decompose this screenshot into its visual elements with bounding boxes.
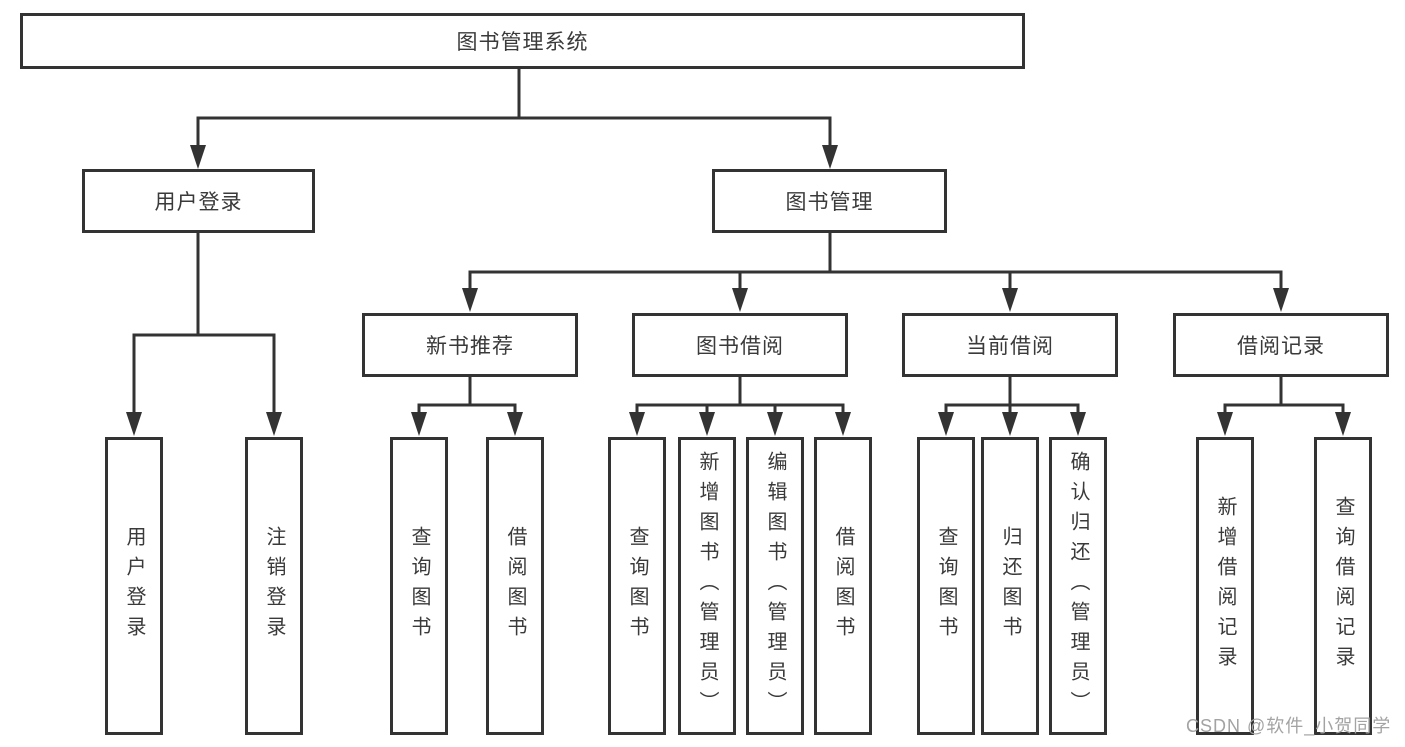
arrowheads — [126, 145, 1351, 436]
leaf-label: 归还图书 — [999, 526, 1021, 646]
leaf-label: 注销登录 — [263, 526, 285, 646]
leaf-add-book-admin: 新增图书（管理员） — [678, 437, 736, 735]
node-label: 用户登录 — [154, 191, 243, 214]
leaf-query-book: 查询图书 — [608, 437, 666, 735]
leaf-label: 借阅图书 — [504, 526, 526, 646]
leaf-confirm-return-admin: 确认归还（管理员） — [1049, 437, 1107, 735]
node-label: 借阅记录 — [1237, 335, 1325, 358]
leaf-label: 查询图书 — [626, 526, 648, 646]
leaf-return-book: 归还图书 — [981, 437, 1039, 735]
leaf-label: 用户登录 — [123, 526, 145, 646]
node-label: 新书推荐 — [426, 335, 514, 358]
leaf-query-book: 查询图书 — [917, 437, 975, 735]
node-label: 图书借阅 — [696, 335, 784, 358]
leaf-borrow-book: 借阅图书 — [486, 437, 544, 735]
leaf-label: 确认归还（管理员） — [1067, 451, 1089, 721]
node-book-borrow: 图书借阅 — [632, 313, 848, 377]
node-borrow-record: 借阅记录 — [1173, 313, 1389, 377]
leaf-user-login: 用户登录 — [105, 437, 163, 735]
leaf-add-borrow-record: 新增借阅记录 — [1196, 437, 1254, 735]
node-label: 图书管理 — [785, 191, 874, 214]
node-new-book-recommend: 新书推荐 — [362, 313, 578, 377]
leaf-query-book: 查询图书 — [390, 437, 448, 735]
node-label: 图书管理系统 — [456, 31, 589, 54]
leaf-edit-book-admin: 编辑图书（管理员） — [746, 437, 804, 735]
node-book-management: 图书管理 — [712, 169, 947, 233]
csdn-watermark: CSDN @软件_小贺同学 — [1186, 716, 1392, 736]
leaf-label: 新增借阅记录 — [1214, 496, 1236, 676]
leaf-label: 编辑图书（管理员） — [764, 451, 786, 721]
node-user-login: 用户登录 — [82, 169, 315, 233]
leaf-borrow-book: 借阅图书 — [814, 437, 872, 735]
leaf-label: 借阅图书 — [832, 526, 854, 646]
leaf-logout: 注销登录 — [245, 437, 303, 735]
leaf-label: 查询图书 — [935, 526, 957, 646]
node-current-borrow: 当前借阅 — [902, 313, 1118, 377]
leaf-label: 新增图书（管理员） — [696, 451, 718, 721]
node-label: 当前借阅 — [966, 335, 1054, 358]
leaf-label: 查询借阅记录 — [1332, 496, 1354, 676]
leaf-query-borrow-record: 查询借阅记录 — [1314, 437, 1372, 735]
leaf-label: 查询图书 — [408, 526, 430, 646]
node-library-management-system: 图书管理系统 — [20, 13, 1025, 69]
